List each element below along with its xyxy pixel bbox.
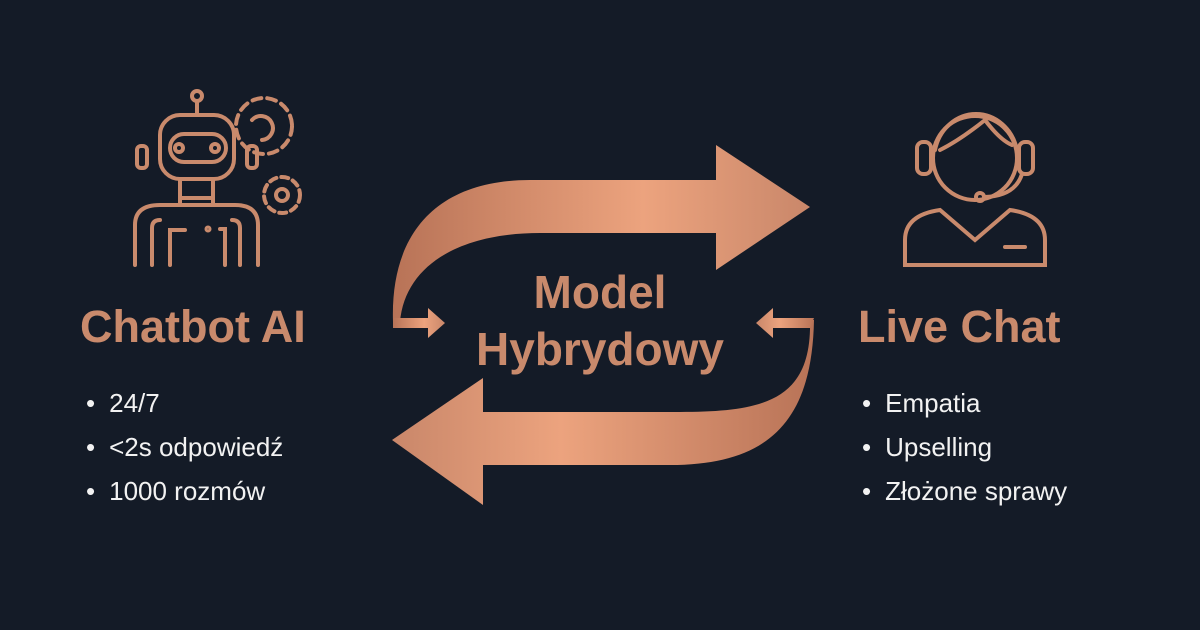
list-item: 24/7	[86, 381, 283, 425]
list-item: Złożone sprawy	[862, 469, 1067, 513]
chatbot-features: 24/7 <2s odpowiedź 1000 rozmów	[86, 381, 283, 513]
center-label-line2: Hybrydowy	[476, 323, 724, 375]
list-item: Empatia	[862, 381, 1067, 425]
robot-with-gears-icon	[133, 89, 302, 267]
headset-agent-icon	[903, 112, 1047, 267]
list-item: <2s odpowiedź	[86, 425, 283, 469]
arrow-right-to-live-chat	[392, 145, 810, 338]
arrow-left-to-chatbot	[392, 308, 814, 505]
live-chat-features: Empatia Upselling Złożone sprawy	[862, 381, 1067, 513]
chatbot-title: Chatbot AI	[80, 301, 306, 352]
list-item: 1000 rozmów	[86, 469, 283, 513]
center-label: Model Hybrydowy	[400, 264, 800, 378]
center-label-line1: Model	[533, 266, 667, 318]
list-item: Upselling	[862, 425, 1067, 469]
live-chat-title: Live Chat	[858, 301, 1061, 352]
